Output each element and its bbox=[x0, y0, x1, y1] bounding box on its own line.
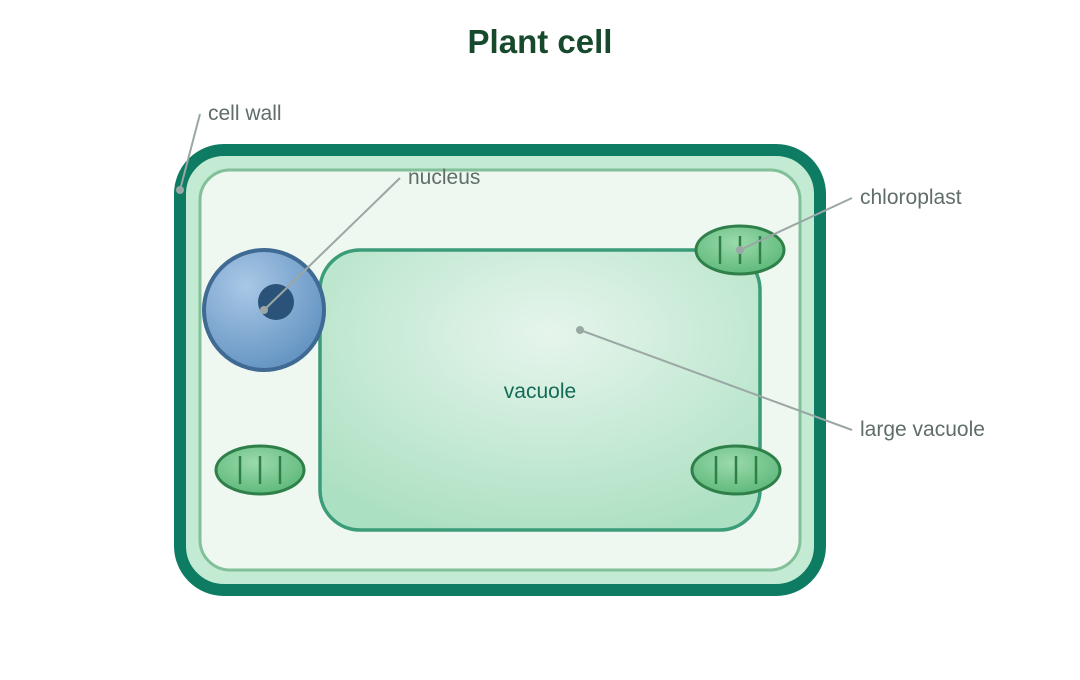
chloroplast-label: chloroplast bbox=[860, 186, 962, 209]
vacuole-label: vacuole bbox=[504, 380, 576, 403]
callout-cell-wall: cell wall bbox=[176, 102, 282, 194]
cell-wall-label: cell wall bbox=[208, 102, 282, 125]
nucleus-label: nucleus bbox=[408, 166, 480, 189]
diagram-title: Plant cell bbox=[468, 23, 613, 60]
chloroplast-bottom-right bbox=[690, 444, 782, 496]
chloroplast-bottom-left bbox=[214, 444, 306, 496]
large-vacuole-label: large vacuole bbox=[860, 418, 985, 441]
large-vacuole bbox=[318, 248, 762, 532]
callout-large-vacuole: large vacuole bbox=[576, 326, 985, 441]
nucleolus bbox=[258, 284, 294, 320]
callout-chloroplast: chloroplast bbox=[736, 186, 962, 254]
callout-nucleus: nucleus bbox=[260, 166, 480, 314]
